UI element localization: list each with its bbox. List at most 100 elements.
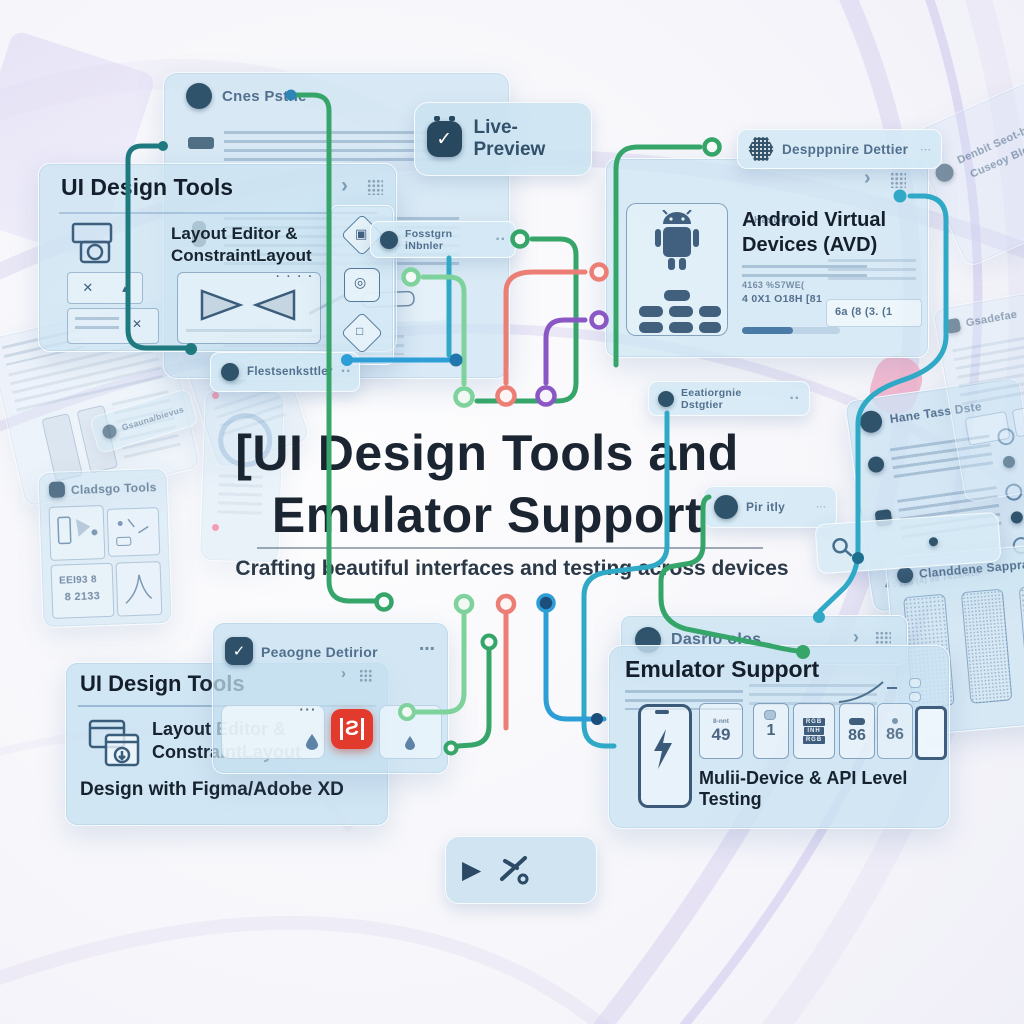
mini-panel-left: ··· <box>221 702 325 759</box>
overlay-detail-card: ✓ Peaogne Detirior ⋯ › ··· Ƨ <box>212 622 449 774</box>
search-dot <box>928 536 939 547</box>
avd-row0: 4163 %S7WE( <box>742 280 805 290</box>
phone-dot <box>892 718 898 724</box>
device-phone-86a: 86 <box>839 703 875 759</box>
dots-icon: · · · · <box>276 271 314 283</box>
tool-box-b[interactable]: ✕ <box>67 308 159 344</box>
chevron-right-icon[interactable]: › <box>341 665 346 682</box>
avd-title-1: Android Virtual <box>742 209 887 231</box>
flex-badge[interactable]: Flestsenksttler ·· <box>210 352 360 392</box>
ui-top-title: UI Design Tools <box>61 174 234 200</box>
close-icon: ✕ <box>82 280 94 295</box>
triangle-icon: ▴ <box>122 282 128 295</box>
phone-label: 86 <box>848 726 866 744</box>
phone-sketch-icon <box>57 516 98 545</box>
radio-filled[interactable] <box>1010 510 1024 525</box>
pir-badge[interactable]: Pir itly ⋯ <box>703 486 837 528</box>
overlay-title: Peaogne Detirior <box>261 644 378 660</box>
pill <box>669 306 693 317</box>
avd-row1: 4 0X1 O18H [81 <box>742 293 823 305</box>
progress-fill <box>742 327 793 334</box>
check-icon: ✓ <box>436 128 453 150</box>
play-run-badge[interactable]: ▶ <box>445 836 597 904</box>
chevron-right-icon[interactable]: › <box>853 627 859 647</box>
progress-bar <box>742 327 840 334</box>
chevron-right-icon[interactable]: › <box>864 167 871 189</box>
ui-bottom-footer: Design with Figma/Adobe XD <box>80 779 344 800</box>
tiny-box <box>909 678 921 688</box>
more-icon[interactable]: ⋯ <box>816 501 826 513</box>
faded-box <box>964 410 1011 446</box>
marks-sketch-icon <box>116 518 149 547</box>
phone-thumb <box>1018 583 1024 699</box>
avd-chip-text: 6a (8 (3. (1 <box>835 306 893 318</box>
avd-card: › HasDufie Android Virtual Devices (AVD)… <box>605 158 929 358</box>
ui-top-subtitle-2: ConstraintLayout <box>171 246 312 265</box>
left-tools-number: 8 2133 <box>64 590 101 604</box>
box-icon: □ <box>356 324 364 338</box>
emulator-card: Emulator Support 8-nnt 49 1 RGB INH RGB … <box>608 645 950 829</box>
numbers-cell: EEI93 8 8 2133 <box>50 562 115 619</box>
flow-mid-label: Fosstgrn iNbnler <box>405 227 453 252</box>
right-small-title: Gsadefae <box>964 308 1019 330</box>
pill <box>664 290 690 301</box>
lightning-icon <box>654 729 672 769</box>
dots-icon: ·· <box>340 363 352 380</box>
badge-icon <box>100 422 119 441</box>
check-icon: ✓ <box>232 643 246 660</box>
device-phone-large <box>638 704 692 808</box>
more-icon[interactable]: ⋯ <box>920 143 931 156</box>
sparkline-icon <box>838 681 897 703</box>
grid-dots-icon[interactable] <box>875 631 891 647</box>
small-card-icon <box>945 317 962 334</box>
phone-tiny-label: 8-nnt <box>713 717 729 725</box>
preview-panel: · · · · <box>177 271 321 344</box>
dots-icon: ·· <box>495 230 506 248</box>
rgb-block: RGB <box>802 736 826 744</box>
timer-ear <box>448 116 455 121</box>
logo-glyph: Ƨ <box>339 718 364 740</box>
flow-mid-badge[interactable]: Fosstgrn iNbnler ·· <box>370 221 516 258</box>
phone-thumb <box>960 588 1013 704</box>
curve-cell <box>115 561 163 617</box>
device-phone-49: 8-nnt 49 <box>699 703 743 759</box>
grid-dots-icon[interactable] <box>359 669 373 683</box>
pir-label: Pir itly <box>746 500 786 514</box>
phone-label: 1 <box>766 722 776 739</box>
chat-header-title: Cnes Pstne <box>222 88 307 105</box>
faded-lines <box>952 330 1024 409</box>
badge-icon <box>658 390 674 407</box>
rgb-block: INH <box>804 727 824 735</box>
grid-dots-icon[interactable] <box>367 179 383 195</box>
chevron-right-icon[interactable]: › <box>341 174 348 197</box>
badge-icon <box>380 230 398 249</box>
phones-header-icon <box>896 566 914 584</box>
tool-box-a[interactable]: ✕ ▴ <box>67 272 143 304</box>
grid-dots-icon[interactable] <box>890 172 906 188</box>
tiny-box <box>909 692 921 702</box>
pill <box>639 306 663 317</box>
detail-lines <box>828 259 916 285</box>
sketch-cell <box>48 505 106 561</box>
eator-badge[interactable]: Eeatiorgnie Dstgtier ·· <box>648 381 810 416</box>
more-icon[interactable]: ⋯ <box>419 641 435 658</box>
play-icon: ▶ <box>462 856 482 884</box>
rgb-block: RGB <box>802 718 826 726</box>
timer-check-icon: ✓ <box>427 116 462 157</box>
list-header-icon <box>858 409 884 435</box>
eye-icon: ◎ <box>354 274 367 290</box>
figma-logo-badge[interactable]: Ƨ <box>331 709 373 749</box>
divider <box>59 212 377 214</box>
close-icon: ✕ <box>132 317 143 331</box>
faded-box <box>1011 402 1024 438</box>
droplet-icon <box>405 736 415 750</box>
eator-label: Eeatiorgnie Dstgtier <box>681 386 742 411</box>
pill <box>699 306 721 317</box>
timer-ear <box>434 116 440 121</box>
avd-header-badge[interactable]: Despppnire Dettier ⋯ <box>737 129 942 169</box>
badge-icon <box>714 495 738 519</box>
flex-label: Flestsenksttler <box>247 366 333 378</box>
pill <box>669 322 693 333</box>
phone-notch <box>655 710 669 714</box>
live-preview-badge[interactable]: ✓ Live-Preview <box>414 102 592 176</box>
